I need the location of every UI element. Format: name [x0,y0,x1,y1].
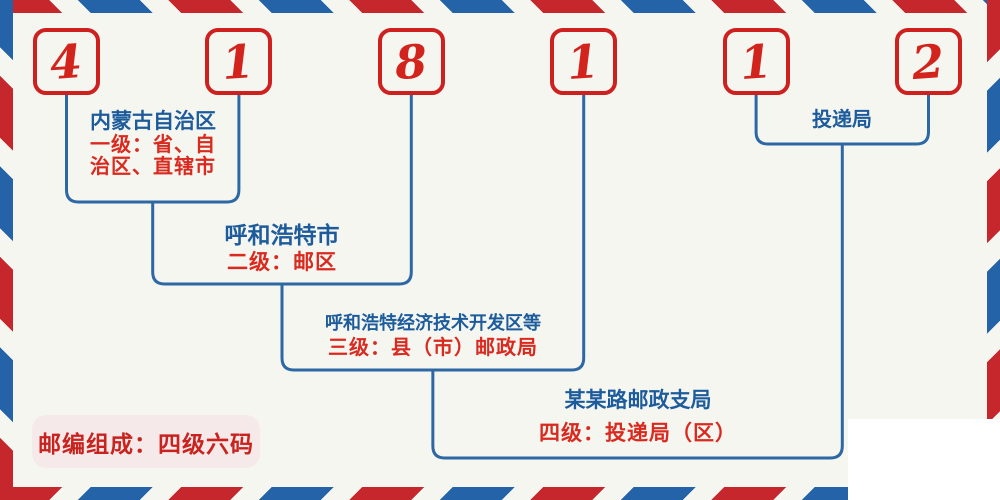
level-4-description: 四级：投递局（区） [539,421,737,445]
delivery-office-text: 投递局 [812,107,872,131]
postal-digit-3: 8 [393,33,430,90]
airmail-stripe-border-top [0,0,1000,13]
postal-digit-6: 2 [910,33,947,90]
level-3-description: 三级：县（市）邮政局 [328,335,538,359]
postal-digit-5: 1 [738,33,775,90]
postal-digit-box-5: 1 [723,28,790,95]
postal-digit-box-1: 4 [33,28,100,95]
level-1-description-line-1: 一级：省、自 [90,132,216,156]
postal-code-composition-text: 邮编组成：四级六码 [38,430,254,458]
postal-digit-box-4: 1 [550,28,617,95]
level-3-label: 呼和浩特经济技术开发区等 三级：县（市）邮政局 [325,312,541,359]
postal-digit-2: 1 [220,33,257,90]
level-2-label: 呼和浩特市 二级：邮区 [225,222,340,274]
blank-corner-area [848,419,1000,500]
level-4-region-name: 某某路邮政支局 [564,388,712,412]
airmail-stripe-border-left [0,0,13,500]
level-2-description: 二级：邮区 [227,250,337,274]
level-3-region-name: 呼和浩特经济技术开发区等 [325,313,541,334]
level-2-region-name: 呼和浩特市 [224,223,340,249]
postal-digit-box-3: 8 [378,28,445,95]
postal-digit-1: 4 [48,33,85,90]
postal-code-composition-badge: 邮编组成：四级六码 [32,415,260,468]
level-1-label: 内蒙古自治区 一级：省、自 治区、直辖市 [90,109,216,177]
bracket-delivery-office [754,95,930,146]
level-4-label: 某某路邮政支局 四级：投递局（区） [539,387,737,445]
delivery-office-label: 投递局 [812,107,872,131]
postal-digit-4: 1 [565,33,602,90]
bracket-level-4 [431,144,844,460]
level-1-description-line-2: 治区、直辖市 [90,154,216,178]
level-1-region-name: 内蒙古自治区 [90,109,216,133]
airmail-stripe-border-right [987,0,1000,500]
postal-digit-box-6: 2 [895,28,962,95]
airmail-stripe-border-bottom [0,487,1000,500]
postal-digit-box-2: 1 [205,28,272,95]
